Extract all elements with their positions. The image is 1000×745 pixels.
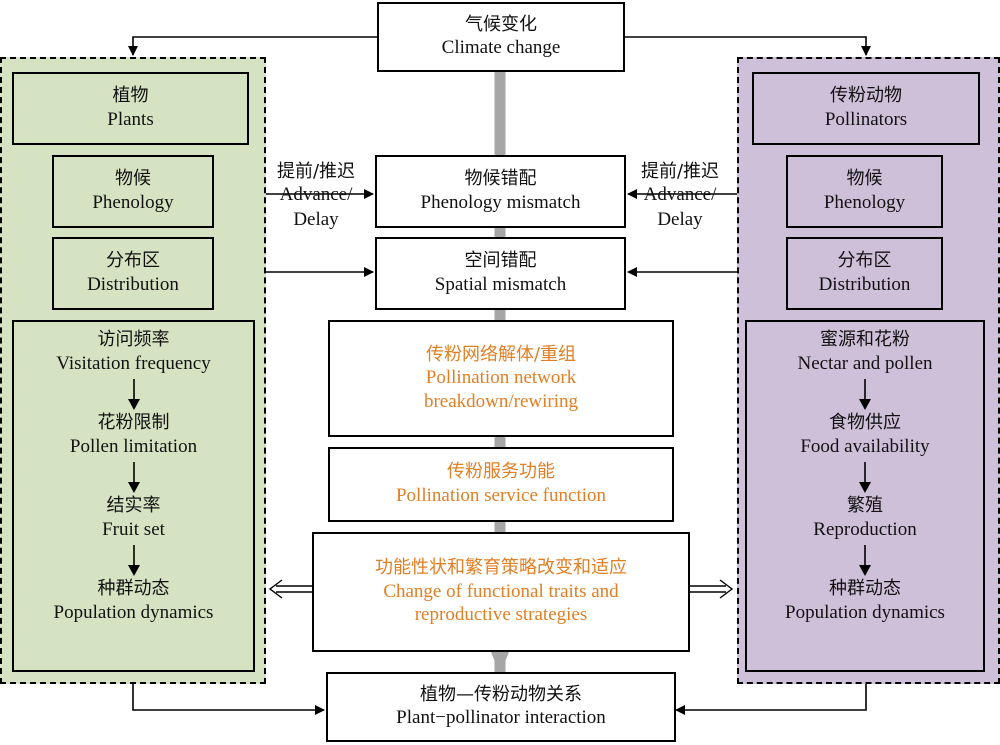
down-arrow-icon: [127, 378, 140, 410]
functional-traits-en1: Change of functional traits and: [383, 580, 619, 602]
pollen-limitation-en: Pollen limitation: [69, 436, 198, 458]
climate-change-en: Climate change: [441, 37, 561, 59]
advance-delay-right-label: 提前/推迟 Advance/ Delay: [630, 160, 730, 233]
advance-delay-right-zh: 提前/推迟: [640, 161, 720, 182]
pollinator-population-dynamics-zh: 种群动态: [829, 577, 901, 599]
plant-distribution-box: 分布区 Distribution: [52, 237, 214, 310]
pollinators-box: 传粉动物 Pollinators: [752, 72, 980, 145]
down-arrow-icon: [127, 544, 140, 576]
phenology-mismatch-box: 物候错配 Phenology mismatch: [375, 155, 626, 228]
pollinator-distribution-box: 分布区 Distribution: [786, 237, 943, 310]
phenology-mismatch-zh: 物候错配: [464, 168, 537, 190]
pollinator-distribution-en: Distribution: [818, 273, 911, 295]
advance-delay-left-en1: Advance/: [279, 184, 353, 206]
plant-phenology-zh: 物候: [115, 168, 151, 190]
plants-to-interaction-arrow: [132, 684, 325, 715]
visitation-frequency-zh: 访问频率: [97, 329, 170, 350]
traits-to-pollinators-double-arrow: [690, 579, 734, 599]
pollen-limitation-zh: 花粉限制: [97, 411, 170, 433]
pollination-network-zh: 传粉网络解体/重组: [425, 343, 577, 365]
pollinator-population-dynamics-en: Population dynamics: [785, 602, 945, 624]
fruit-set-en: Fruit set: [102, 519, 165, 541]
pollinators-to-interaction-arrow: [675, 684, 867, 715]
fruit-set-zh: 结实率: [106, 494, 161, 516]
interaction-en: Plant−pollinator interaction: [396, 707, 606, 729]
plants-box: 植物 Plants: [12, 72, 249, 145]
pollination-service-box: 传粉服务功能 Pollination service function: [328, 447, 674, 522]
reproduction-zh: 繁殖: [847, 494, 883, 516]
plant-population-dynamics-zh: 种群动态: [97, 577, 170, 599]
food-availability-zh: 食物供应: [829, 411, 901, 433]
functional-traits-en2: reproductive strategies: [414, 604, 588, 626]
pollinator-phenology-box: 物候 Phenology: [786, 155, 943, 228]
nectar-pollen-zh: 蜜源和花粉: [820, 329, 910, 350]
interaction-zh: 植物—传粉动物关系: [420, 683, 582, 705]
plant-population-dynamics-en: Population dynamics: [53, 602, 214, 624]
pollination-service-zh: 传粉服务功能: [447, 461, 555, 483]
climate-to-plants-arrow: [128, 36, 378, 56]
advance-delay-right-en1: Advance/: [643, 184, 717, 206]
down-arrow-icon: [859, 378, 871, 410]
pollinators-zh: 传粉动物: [830, 85, 902, 107]
pollinator-distribution-zh: 分布区: [837, 250, 892, 272]
plant-distribution-en: Distribution: [87, 273, 179, 295]
spatial-mismatch-en: Spatial mismatch: [434, 273, 567, 295]
climate-change-box: 气候变化 Climate change: [377, 2, 625, 72]
pollinator-chain: 蜜源和花粉 Nectar and pollen 食物供应 Food availa…: [785, 328, 945, 626]
plant-phenology-en: Phenology: [92, 191, 174, 213]
nectar-pollen-en: Nectar and pollen: [797, 353, 933, 375]
reproduction-en: Reproduction: [813, 519, 917, 541]
spatial-mismatch-zh: 空间错配: [464, 250, 537, 272]
spatial-mismatch-box: 空间错配 Spatial mismatch: [375, 237, 626, 310]
pollinators-en: Pollinators: [824, 108, 908, 130]
traits-to-plants-double-arrow: [268, 579, 312, 599]
pollinator-chain-box: 蜜源和花粉 Nectar and pollen 食物供应 Food availa…: [745, 320, 985, 672]
pollination-network-box: 传粉网络解体/重组 Pollination network breakdown/…: [328, 320, 674, 437]
food-availability-en: Food availability: [800, 436, 930, 458]
pollination-network-en2: breakdown/rewiring: [423, 390, 579, 412]
advance-delay-left-zh: 提前/推迟: [276, 161, 356, 182]
down-arrow-icon: [859, 544, 871, 576]
plant-pollinator-interaction-box: 植物—传粉动物关系 Plant−pollinator interaction: [326, 672, 676, 742]
pollination-network-en1: Pollination network: [425, 367, 577, 388]
functional-traits-box: 功能性状和繁育策略改变和适应 Change of functional trai…: [312, 532, 690, 652]
pollinator-phenology-zh: 物候: [846, 168, 883, 190]
functional-traits-zh: 功能性状和繁育策略改变和适应: [375, 557, 627, 578]
plant-distribution-zh: 分布区: [106, 250, 160, 272]
pollination-service-en: Pollination service function: [395, 484, 606, 506]
down-arrow-icon: [127, 461, 140, 493]
plant-chain: 访问频率 Visitation frequency 花粉限制 Pollen li…: [54, 328, 214, 626]
plants-en: Plants: [107, 108, 154, 130]
visitation-frequency-en: Visitation frequency: [56, 353, 211, 375]
down-arrow-icon: [859, 461, 871, 493]
pollinator-phenology-en: Phenology: [823, 191, 906, 213]
climate-to-pollinators-arrow: [624, 36, 871, 56]
advance-delay-left-en2: Delay: [293, 209, 339, 231]
plants-zh: 植物: [112, 85, 149, 107]
plant-phenology-box: 物候 Phenology: [52, 155, 214, 228]
plant-chain-box: 访问频率 Visitation frequency 花粉限制 Pollen li…: [12, 320, 255, 672]
phenology-mismatch-en: Phenology mismatch: [420, 191, 581, 213]
climate-change-zh: 气候变化: [465, 13, 537, 35]
advance-delay-right-en2: Delay: [657, 209, 703, 231]
advance-delay-left-label: 提前/推迟 Advance/ Delay: [266, 160, 366, 233]
